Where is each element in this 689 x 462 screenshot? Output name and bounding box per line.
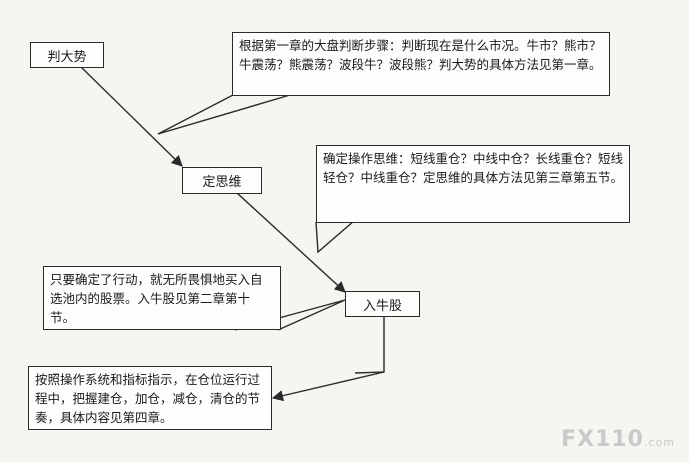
- watermark-logo: FX110.com: [561, 427, 675, 452]
- node-enter: 入牛股: [345, 291, 420, 317]
- node-enter-label: 入牛股: [362, 298, 402, 314]
- note-mindset-pointer: [315, 213, 363, 254]
- node-mindset: 定思维: [182, 167, 262, 194]
- note-enter: 只要确定了行动，就无所畏惧地买入自选池内的股票。入牛股见第二章第十节。: [43, 266, 281, 330]
- watermark-main: FX110: [561, 427, 644, 452]
- note-mindset-text: 确定操作思维：短线重仓？中线中仓？长线重仓？短线轻仓？中线重仓？定思维的具体方法…: [323, 151, 624, 185]
- arrow-mindset-to-enter: [236, 192, 346, 293]
- watermark-suffix: .com: [644, 436, 675, 449]
- note-trend: 根据第一章的大盘判断步骤：判断现在是什么市况。牛市？熊市？牛震荡？熊震荡？波段牛…: [232, 32, 610, 96]
- note-enter-text: 只要确定了行动，就无所畏惧地买入自选池内的股票。入牛股见第二章第十节。: [50, 272, 263, 325]
- arrow-enter-to-operate: [271, 316, 385, 402]
- node-trend: 判大势: [30, 42, 104, 68]
- note-operate-text: 按照操作系统和指标指示，在仓位运行过程中，把握建仓，加仓，减仓，清仓的节奏，具体…: [35, 372, 261, 425]
- node-mindset-label: 定思维: [202, 175, 242, 190]
- note-operate-pointer: [354, 371, 385, 374]
- note-operate: 按照操作系统和指标指示，在仓位运行过程中，把握建仓，加仓，减仓，清仓的节奏，具体…: [28, 366, 272, 430]
- node-trend-label: 判大势: [47, 49, 87, 65]
- arrow-trend-to-mindset: [79, 65, 183, 167]
- note-trend-text: 根据第一章的大盘判断步骤：判断现在是什么市况。牛市？熊市？牛震荡？熊震荡？波段牛…: [239, 38, 602, 72]
- note-trend-pointer: [157, 94, 291, 135]
- note-mindset: 确定操作思维：短线重仓？中线中仓？长线重仓？短线轻仓？中线重仓？定思维的具体方法…: [316, 145, 630, 223]
